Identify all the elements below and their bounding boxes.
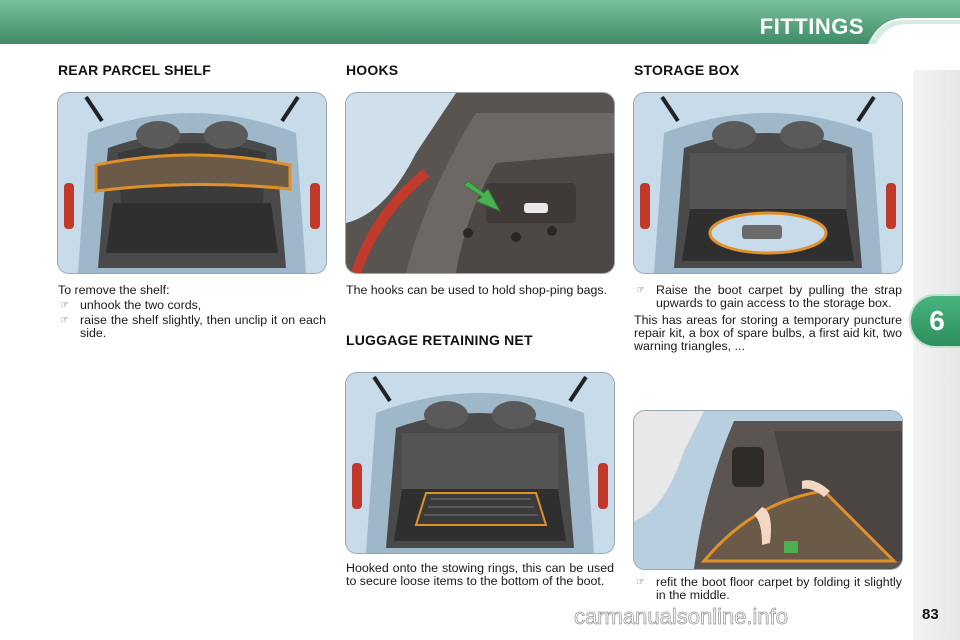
text-boot-carpet: ☞ refit the boot floor carpet by folding… (634, 576, 902, 602)
pointing-hand-icon: ☞ (60, 300, 69, 311)
photo-rear-parcel-shelf (57, 92, 327, 274)
pointing-hand-icon: ☞ (60, 315, 69, 326)
photo-hooks (345, 92, 615, 274)
side-strip (913, 70, 960, 640)
shelf-bullet-2: ☞ raise the shelf slightly, then unclip … (58, 314, 326, 340)
heading-luggage-net: LUGGAGE RETAINING NET (346, 332, 533, 348)
shelf-bullet-1: ☞ unhook the two cords, (58, 299, 326, 312)
heading-storage-box: STORAGE BOX (634, 62, 740, 78)
storage-bullet-2: ☞ refit the boot floor carpet by folding… (634, 576, 902, 602)
photo-storage-box (633, 92, 903, 274)
storage-bullet-2-text: refit the boot floor carpet by folding i… (656, 575, 902, 602)
heading-hooks: HOOKS (346, 62, 399, 78)
text-storage-box: ☞ Raise the boot carpet by pulling the s… (634, 284, 902, 353)
storage-paragraph: This has areas for storing a temporary p… (634, 313, 902, 353)
storage-bullet-1-text: Raise the boot carpet by pulling the str… (656, 283, 902, 310)
text-rear-parcel-shelf: To remove the shelf: ☞ unhook the two co… (58, 284, 326, 340)
header-band-shape (0, 0, 960, 44)
text-hooks: The hooks can be used to hold shop-ping … (346, 283, 608, 297)
pointing-hand-icon: ☞ (636, 577, 645, 588)
heading-rear-parcel-shelf: REAR PARCEL SHELF (58, 62, 212, 78)
pointing-hand-icon: ☞ (636, 285, 645, 296)
header-band: FITTINGS (0, 0, 960, 44)
watermark: carmanualsonline.info (574, 604, 789, 630)
shelf-bullet-1-text: unhook the two cords, (80, 298, 202, 312)
shelf-bullet-2-text: raise the shelf slightly, then unclip it… (80, 313, 326, 340)
photo-luggage-net (345, 372, 615, 554)
shelf-intro: To remove the shelf: (58, 283, 170, 297)
photo-boot-carpet (633, 410, 903, 570)
page-title: FITTINGS (759, 14, 864, 39)
storage-bullet-1: ☞ Raise the boot carpet by pulling the s… (634, 284, 902, 310)
text-luggage-net: Hooked onto the stowing rings, this can … (346, 561, 614, 588)
chapter-tab[interactable]: 6 (911, 296, 960, 346)
page-number: 83 (922, 606, 939, 623)
